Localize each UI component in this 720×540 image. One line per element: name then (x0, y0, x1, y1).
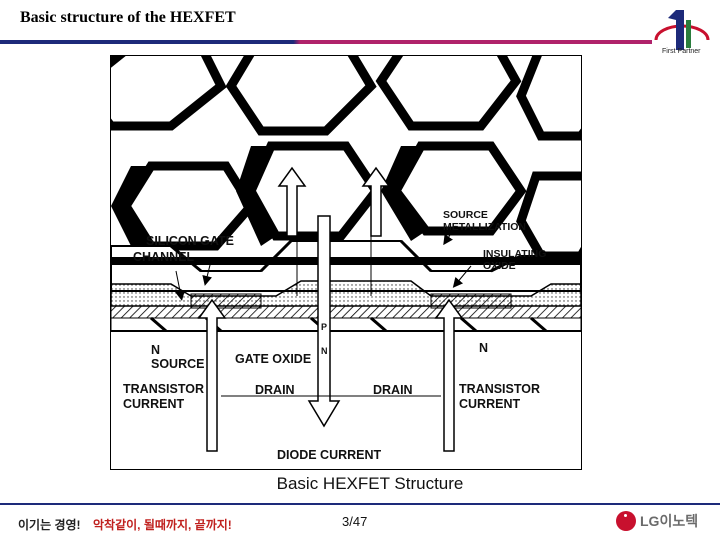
footer-divider (0, 503, 720, 505)
brand-logo: LG이노텍 (616, 511, 698, 531)
lg-circle-icon (616, 511, 636, 531)
diagram-caption: Basic HEXFET Structure (276, 474, 464, 493)
current-arrows (197, 166, 464, 452)
label-n-left: N (151, 343, 161, 357)
label-source: SOURCE (151, 357, 205, 371)
label-diode-current: DIODE CURRENT (277, 448, 382, 462)
cell-walls (111, 239, 581, 292)
hexagon-shadows (111, 146, 426, 256)
page-number: 3/47 (342, 514, 368, 529)
hexfet-drawing (111, 56, 581, 452)
label-drain-left: DRAIN (255, 383, 295, 397)
drain-connection (221, 236, 441, 397)
label-transistor-current-left: TRANSISTOR CURRENT (123, 382, 205, 411)
label-n-right: N (479, 341, 489, 355)
title-underline (0, 40, 652, 44)
label-channel: CHANNEL (133, 250, 195, 264)
label-n-region-under: N (321, 346, 328, 356)
company-logo (654, 10, 710, 50)
label-source-metallization: SOURCE METALLIZATION (443, 209, 527, 233)
logo-tagline: First Partner (662, 48, 701, 55)
page-title: Basic structure of the HEXFET (20, 9, 236, 26)
label-insulating-oxide: INSULATING OXIDE (483, 248, 547, 272)
label-transistor-current-right: TRANSISTOR CURRENT (459, 382, 541, 411)
footer-slogan-secondary: 악착같이, 될때까지, 끝까지! (93, 518, 232, 532)
footer-slogan-primary: 이기는 경영! (18, 518, 81, 532)
label-silicon-gate: SILICON GATE (146, 234, 234, 248)
label-drain-right: DRAIN (373, 383, 413, 397)
brand-name: LG이노텍 (640, 513, 699, 529)
label-p-region: P (321, 322, 328, 332)
pointer-lines (175, 225, 472, 301)
label-gate-oxide: GATE OXIDE (235, 352, 312, 366)
hexfet-diagram: SOURCE METALLIZATION SILICON GATE CHANNE… (110, 55, 582, 470)
